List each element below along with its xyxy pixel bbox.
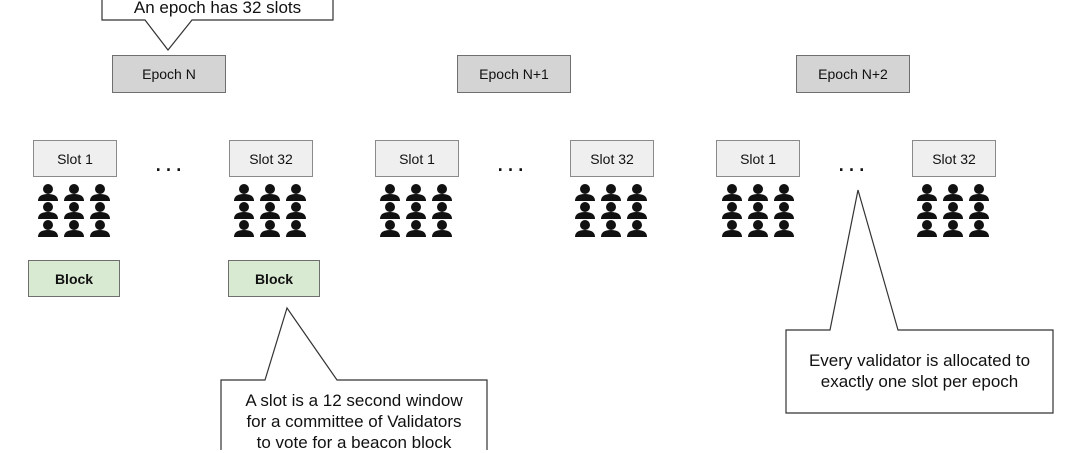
validator-icon [64, 184, 84, 201]
epoch-n-box: Epoch N [112, 55, 226, 93]
validator-icon [722, 202, 742, 219]
block-slot-1: Block [28, 260, 120, 297]
slot-callout-text: A slot is a 12 second window for a commi… [221, 390, 487, 453]
validator-icon [627, 184, 647, 201]
validator-icon [38, 220, 58, 237]
validator-icon [380, 184, 400, 201]
validator-icon [38, 202, 58, 219]
validator-icon [969, 184, 989, 201]
epoch-n2-ellipsis: ... [837, 147, 869, 177]
validator-icon [601, 220, 621, 237]
validator-icon [917, 202, 937, 219]
validator-icon [406, 220, 426, 237]
validator-icon [260, 202, 280, 219]
validator-callout-shape [785, 189, 1054, 414]
epoch-callout-shape [101, 0, 334, 51]
validator-icon [380, 220, 400, 237]
validator-icon [575, 220, 595, 237]
validator-icon [575, 202, 595, 219]
validator-icon [432, 184, 452, 201]
validator-icon [969, 202, 989, 219]
validator-icon [90, 220, 110, 237]
epoch-n1-slot-1: Slot 1 [375, 140, 459, 177]
validator-icon [917, 184, 937, 201]
committee-svg [722, 184, 794, 237]
validator-icon [286, 202, 306, 219]
epoch-n2-slot-32: Slot 32 [912, 140, 996, 177]
validator-icon [38, 184, 58, 201]
epoch-n-ellipsis: ... [154, 147, 186, 177]
block-slot-32: Block [228, 260, 320, 297]
validator-icon [90, 202, 110, 219]
validator-icon [234, 220, 254, 237]
committee-svg [917, 184, 989, 237]
slot-callout-line-3: to vote for a beacon block [256, 433, 452, 452]
epoch-n2-slot-1: Slot 1 [716, 140, 800, 177]
validator-callout-line-2: exactly one slot per epoch [820, 372, 1019, 391]
epoch-n-slot-1: Slot 1 [33, 140, 117, 177]
validator-icon [774, 202, 794, 219]
validator-icon [234, 202, 254, 219]
validator-icon [722, 184, 742, 201]
validator-icon [406, 184, 426, 201]
epoch-n1-ellipsis: ... [496, 147, 528, 177]
validator-icon [601, 202, 621, 219]
validator-icon [722, 220, 742, 237]
slot-callout-line-1: A slot is a 12 second window [245, 391, 463, 410]
validator-icon [748, 202, 768, 219]
epoch-callout-text: An epoch has 32 slots [133, 0, 302, 17]
committee-svg [380, 184, 452, 237]
committee-svg [575, 184, 647, 237]
validator-icon [627, 202, 647, 219]
validator-icon [601, 184, 621, 201]
people-group-icon [36, 184, 114, 240]
validator-icon [774, 220, 794, 237]
validator-icon [748, 184, 768, 201]
validator-icon [969, 220, 989, 237]
validator-icon [406, 202, 426, 219]
validator-callout-line-1: Every validator is allocated to [808, 351, 1031, 370]
validator-icon [380, 202, 400, 219]
validator-icon [260, 220, 280, 237]
validator-icon [917, 220, 937, 237]
committee-svg [234, 184, 306, 237]
people-group-icon [232, 184, 310, 240]
validator-icon [627, 220, 647, 237]
validator-icon [748, 220, 768, 237]
validator-icon [943, 202, 963, 219]
slot-callout-shape [220, 306, 488, 450]
validator-icon [943, 184, 963, 201]
people-group-icon [915, 184, 993, 240]
validator-icon [286, 184, 306, 201]
validator-icon [286, 220, 306, 237]
validator-icon [260, 184, 280, 201]
epoch-n-plus-1-box: Epoch N+1 [457, 55, 571, 93]
validator-icon [943, 220, 963, 237]
validator-icon [774, 184, 794, 201]
validator-icon [64, 220, 84, 237]
validator-icon [234, 184, 254, 201]
validator-icon [90, 184, 110, 201]
people-group-icon [573, 184, 651, 240]
slot-callout-line-2: for a committee of Validators [246, 412, 462, 431]
epoch-n-slot-32: Slot 32 [229, 140, 313, 177]
epoch-n-plus-2-box: Epoch N+2 [796, 55, 910, 93]
validator-icon [432, 220, 452, 237]
epoch-n1-slot-32: Slot 32 [570, 140, 654, 177]
validator-icon [575, 184, 595, 201]
committee-svg [38, 184, 110, 237]
validator-icon [432, 202, 452, 219]
people-group-icon [378, 184, 456, 240]
validator-icon [64, 202, 84, 219]
people-group-icon [720, 184, 798, 240]
validator-callout-text: Every validator is allocated to exactly … [786, 350, 1053, 392]
